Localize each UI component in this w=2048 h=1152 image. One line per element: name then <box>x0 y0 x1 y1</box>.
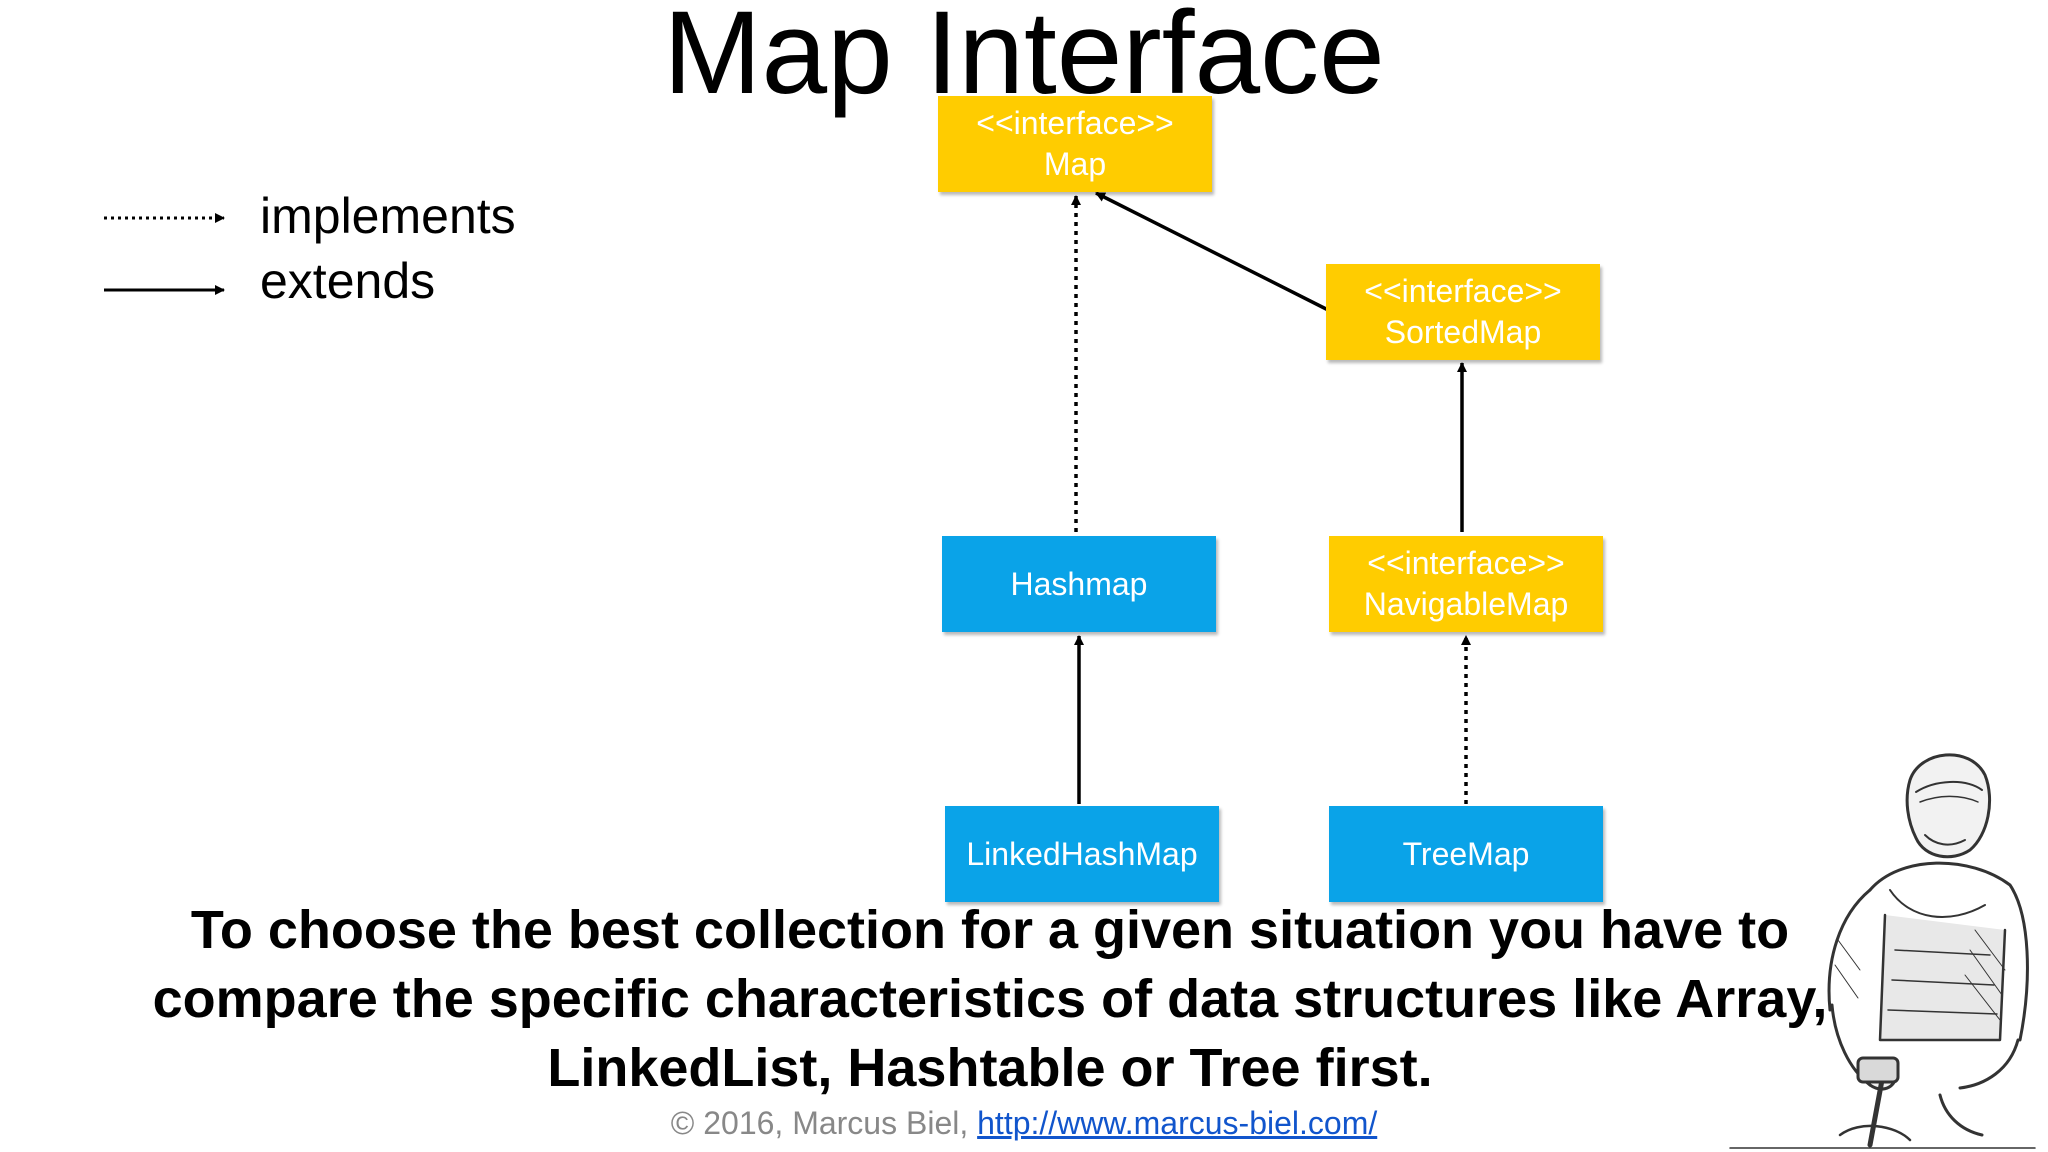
caption-text: To choose the best collection for a give… <box>152 900 1828 1098</box>
hashmap-class-box: Hashmap <box>942 536 1216 632</box>
map-stereotype: <<interface>> <box>976 105 1174 141</box>
footer-link[interactable]: http://www.marcus-biel.com/ <box>977 1105 1378 1141</box>
treemap-class-box: TreeMap <box>1329 806 1603 902</box>
legend-extends-label: extends <box>260 253 436 309</box>
treemap-name: TreeMap <box>1402 835 1530 872</box>
legend-implements-label: implements <box>260 188 516 244</box>
map-interface-box: <<interface>> Map <box>938 96 1212 192</box>
slide-title: Map Interface <box>663 0 1385 119</box>
linkedhashmap-class-box: LinkedHashMap <box>945 806 1219 902</box>
worker-illustration-icon <box>1729 753 2036 1149</box>
footer-copyright: © 2016, Marcus Biel, <box>670 1105 978 1141</box>
linkedhashmap-name: LinkedHashMap <box>966 835 1198 872</box>
navigablemap-name: NavigableMap <box>1363 586 1569 622</box>
navigablemap-interface-box: <<interface>> NavigableMap <box>1329 536 1603 632</box>
footer: © 2016, Marcus Biel, http://www.marcus-b… <box>0 1103 2048 1143</box>
sortedmap-name: SortedMap <box>1384 314 1542 350</box>
map-name: Map <box>1043 146 1107 182</box>
sortedmap-interface-box: <<interface>> SortedMap <box>1326 264 1600 360</box>
navigablemap-stereotype: <<interface>> <box>1367 545 1565 581</box>
hashmap-name: Hashmap <box>1010 565 1148 602</box>
sortedmap-stereotype: <<interface>> <box>1364 273 1562 309</box>
sortedmap-extends-map-arrow <box>1095 191 1341 318</box>
